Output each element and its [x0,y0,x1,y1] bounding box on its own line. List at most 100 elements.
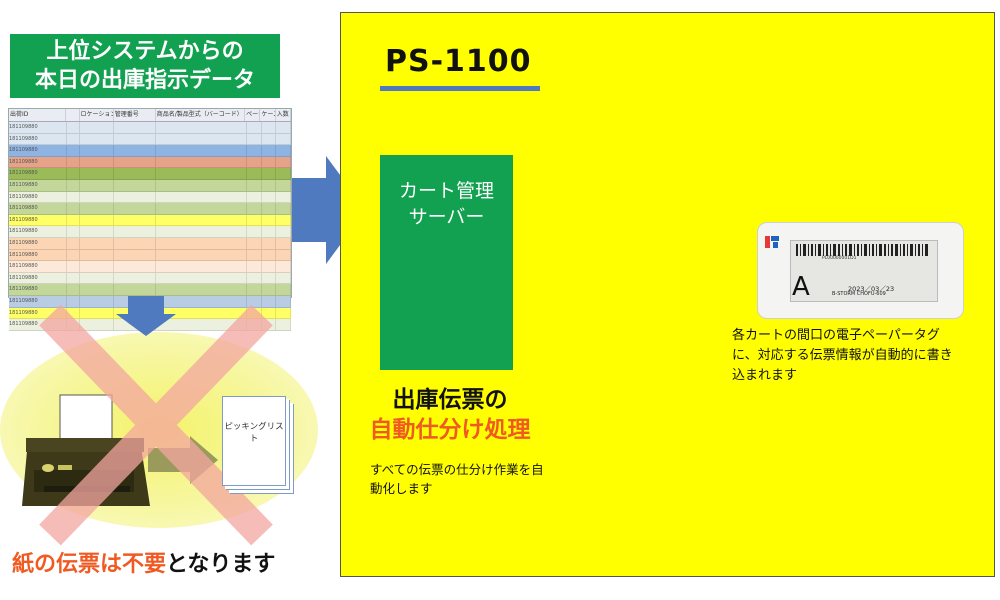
table-cell [67,156,80,168]
table-cell [262,319,277,330]
table-cell [247,295,262,307]
table-row: 181109880 [9,145,291,157]
table-cell: 181109880 [9,168,67,179]
tag-logo-icon [765,236,779,248]
table-cell [262,284,277,295]
table-cell [276,226,291,237]
table-cell [156,284,247,295]
table-cell [262,261,277,272]
table-cell [247,133,262,145]
tag-id-text: PL00000001D1 [822,256,857,261]
spreadsheet-header-cell: 管理番号 [114,109,156,121]
table-cell [80,214,114,226]
tag-letter: A [792,272,810,302]
table-cell [276,122,291,133]
table-cell [67,214,80,226]
table-cell [67,295,80,307]
no-paper-message: 紙の伝票は不要となります [12,546,275,578]
table-row: 181109880 [9,261,291,273]
table-cell [114,203,156,214]
table-cell [67,145,80,156]
table-cell [156,237,247,249]
server-label-line2: サーバー [408,206,485,228]
table-cell [80,122,114,133]
table-cell [247,179,262,191]
table-cell [262,272,277,284]
table-row: 181109880 [9,156,291,169]
table-cell: 181109880 [9,156,67,168]
table-cell [156,133,247,145]
table-cell [156,226,247,237]
spreadsheet-header-cell [66,109,80,121]
table-cell [262,226,277,237]
table-cell [247,249,262,261]
spreadsheet-header-cell: 入数 [276,109,291,121]
table-row: 181109880 [9,179,291,192]
table-cell [276,307,291,319]
table-cell: 181109880 [9,284,67,295]
table-cell [262,145,277,156]
table-cell [262,295,277,307]
table-row: 181109880 [9,203,291,215]
product-name-underline [380,86,540,91]
table-cell [156,156,247,168]
table-cell [247,145,262,156]
tag-description: 各カートの間口の電子ペーパータグに、対応する伝票情報が自動的に書き込まれます [732,328,953,383]
table-cell [80,319,114,330]
table-cell: 181109880 [9,237,67,249]
table-cell [114,284,156,295]
table-cell [247,168,262,179]
auto-sort-description: すべての伝票の仕分け作業を自動化します [370,462,544,496]
table-row: 181109880 [9,237,291,250]
spreadsheet-header-cell: ケース [260,109,276,121]
table-cell [262,307,277,319]
table-cell [114,226,156,237]
table-cell [262,122,277,133]
table-cell [114,179,156,191]
table-cell [114,272,156,284]
table-cell [80,307,114,319]
table-cell [80,145,114,156]
table-cell [80,237,114,249]
table-cell [262,203,277,214]
table-cell [67,133,80,145]
table-cell [262,214,277,226]
table-row: 181109880 [9,284,291,296]
table-cell: 181109880 [9,249,67,261]
table-cell [247,156,262,168]
no-paper-suffix: となります [166,552,276,577]
table-cell [114,168,156,179]
auto-sort-title-line2: 自動仕分け処理 [369,417,531,443]
table-cell [276,249,291,261]
table-cell [114,145,156,156]
table-cell [114,237,156,249]
table-cell [80,226,114,237]
table-cell [247,214,262,226]
table-cell [156,272,247,284]
cart-server-label: カート管理 サーバー [380,178,513,230]
table-row: 181109880 [9,249,291,262]
table-cell [276,179,291,191]
table-cell [80,133,114,145]
table-cell: 181109880 [9,145,67,156]
tag-code-text: B-STORM CHOFU-609 [832,291,886,297]
table-cell [247,261,262,272]
table-cell [67,307,80,319]
source-title-line1: 上位システムからの [46,39,244,64]
table-cell [80,272,114,284]
table-cell [67,203,80,214]
table-cell [67,237,80,249]
table-cell [276,272,291,284]
table-cell [247,122,262,133]
table-cell [262,133,277,145]
table-cell [156,191,247,203]
table-cell: 181109880 [9,122,67,133]
table-cell [80,203,114,214]
table-cell: 181109880 [9,272,67,284]
table-cell [262,156,277,168]
table-row: 181109880 [9,133,291,146]
no-paper-highlight: 紙の伝票は不要 [12,552,167,577]
table-cell: 181109880 [9,203,67,214]
barcode-icon [796,244,928,256]
